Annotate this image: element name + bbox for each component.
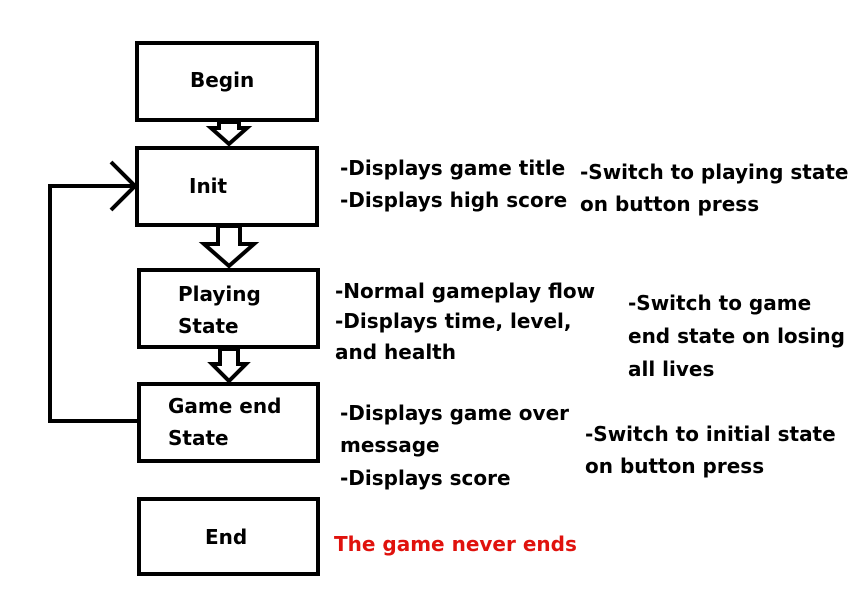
arrow-begin-to-init: [205, 120, 253, 147]
gameend-note-line3: -Displays score: [340, 466, 511, 490]
state-label-begin: Begin: [190, 68, 255, 92]
gameend-switch-line2: on button press: [585, 454, 765, 478]
playing-switch-line1: -Switch to game: [628, 291, 812, 315]
state-box-init: [135, 146, 319, 227]
playing-note-line2: -Displays time, level,: [335, 309, 572, 333]
gameend-note-line2: message: [340, 433, 440, 457]
playing-note-line3: and health: [335, 340, 456, 364]
init-note-line1: -Displays game title: [340, 156, 566, 180]
state-label-end: End: [205, 525, 248, 549]
end-note: The game never ends: [334, 532, 577, 556]
init-note-line2: -Displays high score: [340, 188, 568, 212]
playing-switch-line3: all lives: [628, 357, 715, 381]
state-label-playing-line2: State: [178, 314, 239, 338]
playing-note-line1: -Normal gameplay flow: [335, 279, 596, 303]
arrow-playing-to-gameend: [207, 347, 251, 384]
state-label-game-end-line1: Game end: [168, 394, 282, 418]
loop-back-line: [48, 184, 137, 423]
init-switch-line2: on button press: [580, 192, 760, 216]
state-label-game-end-line2: State: [168, 426, 229, 450]
gameend-switch-line1: -Switch to initial state: [585, 422, 836, 446]
arrow-init-to-playing: [198, 224, 260, 269]
state-box-playing: [137, 268, 320, 349]
playing-switch-line2: end state on losing: [628, 324, 845, 348]
state-box-end: [137, 497, 320, 576]
state-label-playing-line1: Playing: [178, 282, 261, 306]
state-box-begin: [135, 41, 319, 122]
init-switch-line1: -Switch to playing state: [580, 160, 849, 184]
state-label-init: Init: [189, 174, 228, 198]
state-box-game-end: [137, 382, 320, 463]
gameend-note-line1: -Displays game over: [340, 401, 570, 425]
